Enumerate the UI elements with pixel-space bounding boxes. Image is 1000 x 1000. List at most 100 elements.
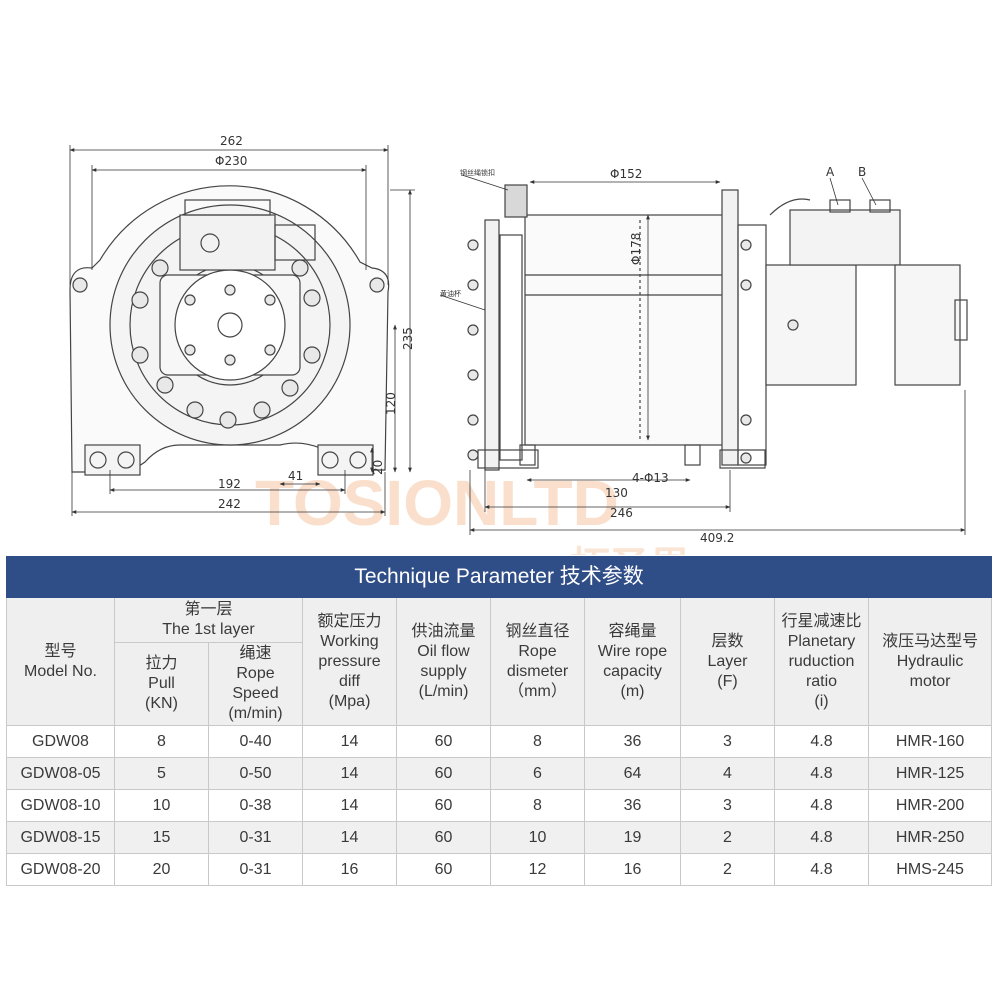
cell-pressure: 14 — [302, 725, 397, 758]
cell-pressure: 14 — [302, 821, 397, 854]
dim-242: 242 — [218, 497, 241, 511]
header-rope-capacity: 容绳量 Wire rope capacity (m) — [584, 597, 681, 726]
dim-262: 262 — [220, 134, 243, 148]
front-view-dim-labels: 262 Φ230 235 120 20 41 192 242 — [215, 134, 415, 511]
header-first-layer: 第一层 The 1st layer — [114, 597, 303, 643]
header-rope-speed: 绳速 Rope Speed (m/min) — [208, 642, 303, 726]
side-view — [467, 184, 968, 471]
header-hydraulic-motor: 液压马达型号 Hydraulic motor — [867, 597, 993, 726]
port-b: B — [858, 165, 866, 179]
cell-speed: 0-38 — [208, 789, 303, 822]
cell-motor: HMR-250 — [867, 821, 993, 854]
cell-capacity: 36 — [584, 725, 681, 758]
cell-layer: 2 — [680, 853, 775, 886]
label-rope-clamp: 钢丝绳锁扣 — [460, 168, 495, 177]
cell-motor: HMR-125 — [867, 757, 993, 790]
dim-192: 192 — [218, 477, 241, 491]
cell-capacity: 16 — [584, 853, 681, 886]
valve — [789, 209, 901, 266]
header-working-pressure: 额定压力 Working pressure diff (Mpa) — [302, 597, 397, 726]
cell-flow: 60 — [396, 853, 491, 886]
header-layer: 层数 Layer (F) — [680, 597, 775, 726]
header-model: 型号 Model No. — [6, 597, 115, 726]
cell-pull: 15 — [114, 821, 209, 854]
cell-motor: HMR-200 — [867, 789, 993, 822]
cell-flow: 60 — [396, 757, 491, 790]
header-reduction-ratio: 行星减速比 Planetary ruduction ratio (i) — [774, 597, 869, 726]
cell-rope: 6 — [490, 757, 585, 790]
cell-pressure: 16 — [302, 853, 397, 886]
table-row: GDW08 8 0-40 14 60 8 36 3 4.8 HMR-160 — [6, 725, 993, 758]
cell-model: GDW08 — [6, 725, 115, 758]
label-oil-cup: 黄油杯 — [440, 289, 461, 298]
cell-ratio: 4.8 — [774, 789, 869, 822]
cell-layer: 2 — [680, 821, 775, 854]
dim-41: 41 — [288, 469, 303, 483]
cell-capacity: 36 — [584, 789, 681, 822]
bolts — [72, 259, 385, 429]
table-title: Technique Parameter 技术参数 — [5, 556, 993, 598]
cell-ratio: 4.8 — [774, 757, 869, 790]
cell-flow: 60 — [396, 821, 491, 854]
flange-left — [484, 219, 500, 471]
cell-flow: 60 — [396, 789, 491, 822]
table-row: GDW08-15 15 0-31 14 60 10 19 2 4.8 HMR-2… — [6, 821, 993, 854]
watermark-brand-cn: 拓圣恩 — [570, 544, 690, 555]
parameter-table: Technique Parameter 技术参数 型号 Model No. 第一… — [5, 556, 993, 886]
cell-pull: 8 — [114, 725, 209, 758]
cell-model: GDW08-05 — [6, 757, 115, 790]
cell-motor: HMR-160 — [867, 725, 993, 758]
header-pull: 拉力 Pull (KN) — [114, 642, 209, 726]
cell-motor: HMS-245 — [867, 853, 993, 886]
cell-pull: 20 — [114, 853, 209, 886]
side-view-dimensions — [439, 174, 966, 535]
dim-120: 120 — [384, 392, 398, 415]
cell-capacity: 19 — [584, 821, 681, 854]
dim-4-13: 4-Φ13 — [632, 471, 669, 485]
cell-speed: 0-31 — [208, 821, 303, 854]
table-row: GDW08-10 10 0-38 14 60 8 36 3 4.8 HMR-20… — [6, 789, 993, 822]
cell-ratio: 4.8 — [774, 725, 869, 758]
gearbox — [765, 264, 857, 386]
cell-speed: 0-50 — [208, 757, 303, 790]
motor — [894, 264, 961, 386]
cell-layer: 3 — [680, 725, 775, 758]
cell-speed: 0-31 — [208, 853, 303, 886]
cell-capacity: 64 — [584, 757, 681, 790]
drum — [524, 214, 726, 446]
cell-model: GDW08-10 — [6, 789, 115, 822]
winch-technical-drawing: TOSIONLTD 拓圣恩 — [69, 134, 968, 555]
header-rope-diameter: 钢丝直径 Rope dismeter （mm） — [490, 597, 585, 726]
cell-rope: 12 — [490, 853, 585, 886]
cell-pressure: 14 — [302, 789, 397, 822]
cell-speed: 0-40 — [208, 725, 303, 758]
dim-246: 246 — [610, 506, 633, 520]
dim-235: 235 — [401, 327, 415, 350]
front-view — [69, 185, 390, 476]
header-oil-flow: 供油流量 Oil flow supply (L/min) — [396, 597, 491, 726]
cell-layer: 4 — [680, 757, 775, 790]
rope-clamp — [504, 184, 528, 218]
cell-rope: 8 — [490, 725, 585, 758]
cell-ratio: 4.8 — [774, 853, 869, 886]
foot-right — [317, 444, 374, 476]
dim-230: Φ230 — [215, 154, 247, 168]
front-view-dimensions — [69, 145, 415, 516]
cell-rope: 10 — [490, 821, 585, 854]
valve-block — [179, 214, 276, 271]
watermark-brand: TOSIONLTD — [255, 467, 619, 539]
cell-pressure: 14 — [302, 757, 397, 790]
cell-model: GDW08-20 — [6, 853, 115, 886]
foot-left — [84, 444, 141, 476]
cell-flow: 60 — [396, 725, 491, 758]
cell-pull: 10 — [114, 789, 209, 822]
cell-pull: 5 — [114, 757, 209, 790]
dim-130: 130 — [605, 486, 628, 500]
flange-right — [721, 189, 739, 466]
dim-178: Φ178 — [629, 233, 643, 265]
cell-ratio: 4.8 — [774, 821, 869, 854]
table-row: GDW08-05 5 0-50 14 60 6 64 4 4.8 HMR-125 — [6, 757, 993, 790]
table-row: GDW08-20 20 0-31 16 60 12 16 2 4.8 HMS-2… — [6, 853, 993, 886]
dim-152: Φ152 — [610, 167, 642, 181]
cell-layer: 3 — [680, 789, 775, 822]
